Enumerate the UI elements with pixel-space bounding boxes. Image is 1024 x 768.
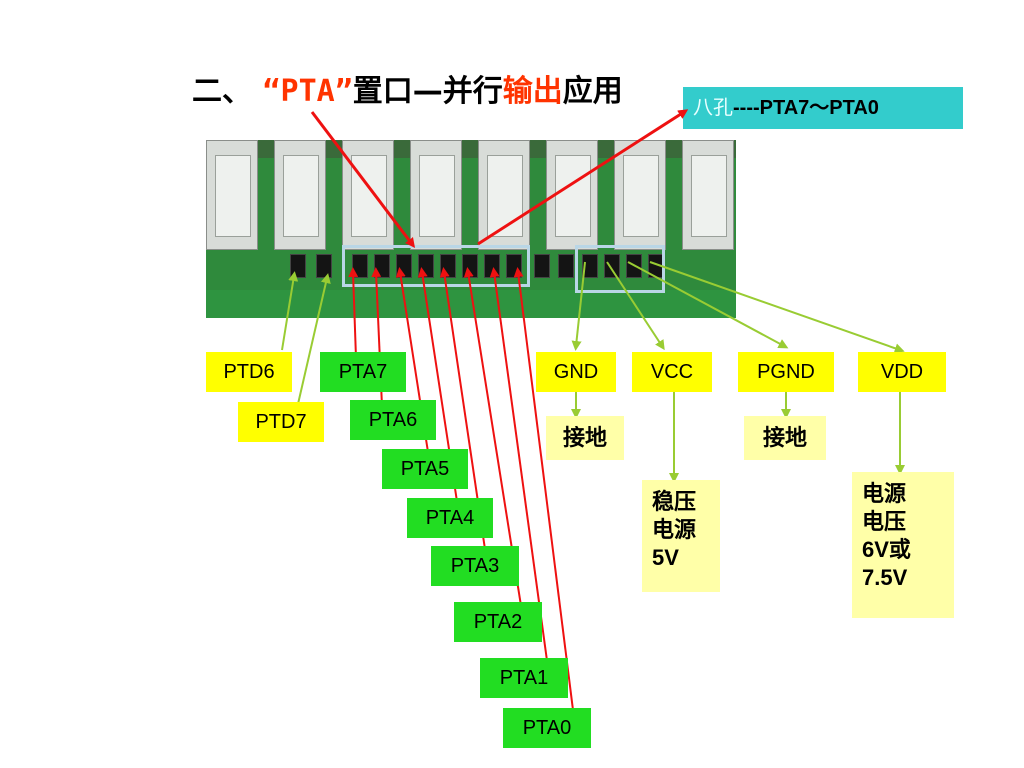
note-vdd-line3: 6V或 xyxy=(862,537,911,562)
connector-block xyxy=(274,140,326,250)
note-vdd-line4: 7.5V xyxy=(862,565,908,590)
pta-pin-highlight xyxy=(342,245,530,287)
title-end: 应用 xyxy=(562,74,623,109)
header-pin-row xyxy=(276,254,726,280)
label-ptd7: PTD7 xyxy=(238,402,324,442)
label-ptd6: PTD6 xyxy=(206,352,292,392)
power-pin-highlight xyxy=(575,245,665,293)
ptd7-wire xyxy=(297,273,331,405)
header-pin xyxy=(534,254,550,278)
note-vcc-line3: 5V xyxy=(652,545,679,570)
header-pin xyxy=(582,254,598,278)
title-mid: 置口—并行 xyxy=(352,74,503,109)
label-pta0: PTA0 xyxy=(503,708,591,748)
connector-block xyxy=(410,140,462,250)
ptd6-wire xyxy=(281,271,299,351)
note-gnd-ground: 接地 xyxy=(546,416,624,460)
connector-block xyxy=(614,140,666,250)
header-pin xyxy=(558,254,574,278)
label-pta7: PTA7 xyxy=(320,352,406,392)
pta7-wire xyxy=(348,267,359,359)
label-vcc: VCC xyxy=(632,352,712,392)
connector-block xyxy=(342,140,394,250)
slide-title: 二、 “PTA”置口—并行输出应用 xyxy=(192,66,623,110)
vcc-wire xyxy=(606,261,665,351)
note-vdd-supply: 电源 电压 6V或 7.5V xyxy=(852,472,954,618)
note-pgnd-ground: 接地 xyxy=(744,416,826,460)
gnd-wire xyxy=(571,261,586,351)
title-port-name: “PTA” xyxy=(262,74,353,109)
title-pointer-line xyxy=(310,111,416,248)
pta0-wire xyxy=(513,267,575,719)
pgnd-wire xyxy=(627,261,789,349)
label-pgnd: PGND xyxy=(738,352,834,392)
label-pta1: PTA1 xyxy=(480,658,568,698)
label-pta6: PTA6 xyxy=(350,400,436,440)
label-pta5: PTA5 xyxy=(382,449,468,489)
callout-pointer-line xyxy=(477,109,689,246)
connector-block xyxy=(478,140,530,250)
note-vdd-line1: 电源 xyxy=(862,481,907,506)
vdd-wire xyxy=(649,261,905,354)
label-pta4: PTA4 xyxy=(407,498,493,538)
note-vcc-supply: 稳压 电源 5V xyxy=(642,480,720,592)
note-vcc-line1: 稳压 xyxy=(652,489,697,514)
connector-block xyxy=(682,140,734,250)
label-vdd: VDD xyxy=(858,352,946,392)
label-pta2: PTA2 xyxy=(454,602,542,642)
title-numeral: 二、 xyxy=(192,74,252,109)
note-vdd-line2: 电压 xyxy=(862,509,907,534)
title-output: 输出 xyxy=(502,74,563,109)
callout-eight-pin: 八孔 xyxy=(693,97,733,119)
label-pta3: PTA3 xyxy=(431,546,519,586)
connector-block xyxy=(206,140,258,250)
note-vcc-line2: 电源 xyxy=(652,517,697,542)
label-gnd: GND xyxy=(536,352,616,392)
eight-pin-callout: 八孔----PTA7～PTA0 xyxy=(683,87,963,129)
header-pin xyxy=(604,254,620,278)
callout-pin-range: ----PTA7～PTA0 xyxy=(733,97,879,119)
